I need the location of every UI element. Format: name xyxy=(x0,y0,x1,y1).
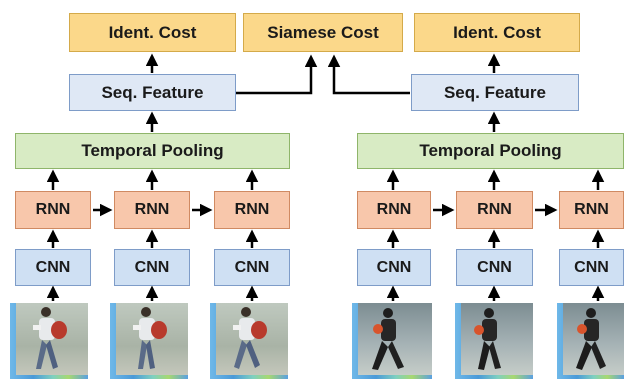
arrow-seq-to-siamese xyxy=(236,54,318,95)
input-frame-right-3 xyxy=(557,303,624,379)
ident-cost-right-box: Ident. Cost xyxy=(414,13,580,52)
pedestrian-figure xyxy=(372,308,404,370)
ident-cost-left-box: Ident. Cost xyxy=(69,13,236,52)
rnn-label: RNN xyxy=(574,201,609,218)
cnn-label: CNN xyxy=(376,258,412,276)
cnn-left-1: CNN xyxy=(15,249,91,286)
input-frame-left-3 xyxy=(210,303,288,379)
temporal-pooling-left-box: Temporal Pooling xyxy=(15,133,290,169)
rnn-label: RNN xyxy=(234,201,270,218)
seq-feature-right-box: Seq. Feature xyxy=(411,74,579,111)
rnn-left-3: RNN xyxy=(214,191,290,229)
pedestrian-figure xyxy=(133,307,167,369)
cnn-right-2: CNN xyxy=(456,249,533,286)
cnn-label: CNN xyxy=(234,258,270,276)
temporal-pooling-label: Temporal Pooling xyxy=(419,141,562,160)
rnn-label: RNN xyxy=(477,201,512,218)
seq-feature-left-box: Seq. Feature xyxy=(69,74,236,111)
input-frame-right-2 xyxy=(455,303,533,379)
rnn-right-2: RNN xyxy=(456,191,533,229)
cnn-left-2: CNN xyxy=(114,249,190,286)
input-frame-left-2 xyxy=(110,303,188,379)
seq-feature-label: Seq. Feature xyxy=(443,82,547,102)
cnn-label: CNN xyxy=(574,258,609,276)
rnn-right-1: RNN xyxy=(357,191,431,229)
siamese-cost-box: Siamese Cost xyxy=(243,13,403,52)
pedestrian-figure xyxy=(33,307,67,369)
cnn-label: CNN xyxy=(477,258,512,276)
pedestrian-figure xyxy=(576,308,606,370)
siamese-cost-label: Siamese Cost xyxy=(267,22,379,42)
cnn-left-3: CNN xyxy=(214,249,290,286)
arrow-seq-to-siamese xyxy=(327,54,410,95)
rnn-right-3: RNN xyxy=(559,191,624,229)
cnn-label: CNN xyxy=(35,258,71,276)
pedestrian-figure xyxy=(474,308,501,370)
input-frame-right-1 xyxy=(352,303,432,379)
cnn-right-1: CNN xyxy=(357,249,431,286)
temporal-pooling-right-box: Temporal Pooling xyxy=(357,133,624,169)
ident-cost-label: Ident. Cost xyxy=(453,22,541,42)
pedestrian-figure xyxy=(233,307,267,369)
rnn-left-2: RNN xyxy=(114,191,190,229)
rnn-label: RNN xyxy=(35,201,71,218)
cnn-label: CNN xyxy=(134,258,170,276)
ident-cost-label: Ident. Cost xyxy=(108,22,197,42)
rnn-label: RNN xyxy=(134,201,170,218)
input-frame-left-1 xyxy=(10,303,88,379)
temporal-pooling-label: Temporal Pooling xyxy=(81,141,224,160)
rnn-left-1: RNN xyxy=(15,191,91,229)
seq-feature-label: Seq. Feature xyxy=(101,82,204,102)
cnn-right-3: CNN xyxy=(559,249,624,286)
rnn-label: RNN xyxy=(376,201,412,218)
